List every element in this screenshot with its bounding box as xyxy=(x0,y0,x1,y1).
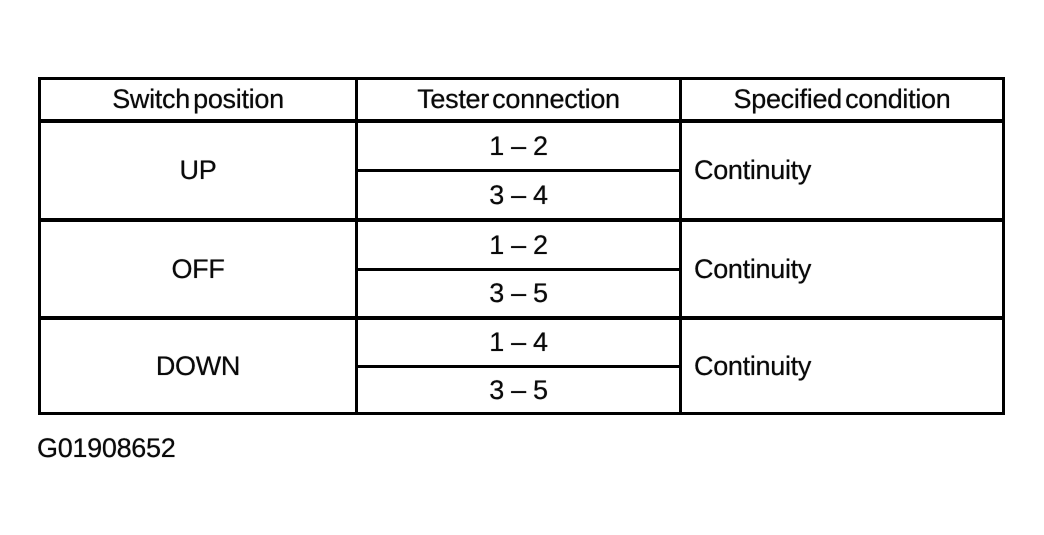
cell-tester-connection: 3 – 5 xyxy=(358,271,682,320)
cell-tester-connection: 1 – 2 xyxy=(358,123,682,172)
cell-specified-condition: Continuity xyxy=(694,350,812,381)
cell-tester-connection: 3 – 4 xyxy=(358,172,682,222)
header-specified-condition: Specified condition xyxy=(682,80,1002,123)
cell-switch-position: DOWN xyxy=(41,320,358,412)
cell-specified-condition: Continuity xyxy=(682,222,1002,320)
cell-specified-condition: Continuity xyxy=(682,123,1002,222)
cell-switch-position: OFF xyxy=(41,222,358,320)
cell-tester-connection: 3 – 5 xyxy=(358,368,682,412)
continuity-spec-table: Switch position Tester connection Specif… xyxy=(38,77,1005,415)
cell-tester-connection: 1 – 4 xyxy=(358,320,682,368)
header-switch-position: Switch position xyxy=(41,80,358,123)
cell-tester-connection: 1 – 2 xyxy=(358,222,682,271)
cell-switch-position: UP xyxy=(41,123,358,222)
header-tester-connection: Tester connection xyxy=(358,80,682,123)
figure-caption: G01908652 xyxy=(37,433,176,463)
